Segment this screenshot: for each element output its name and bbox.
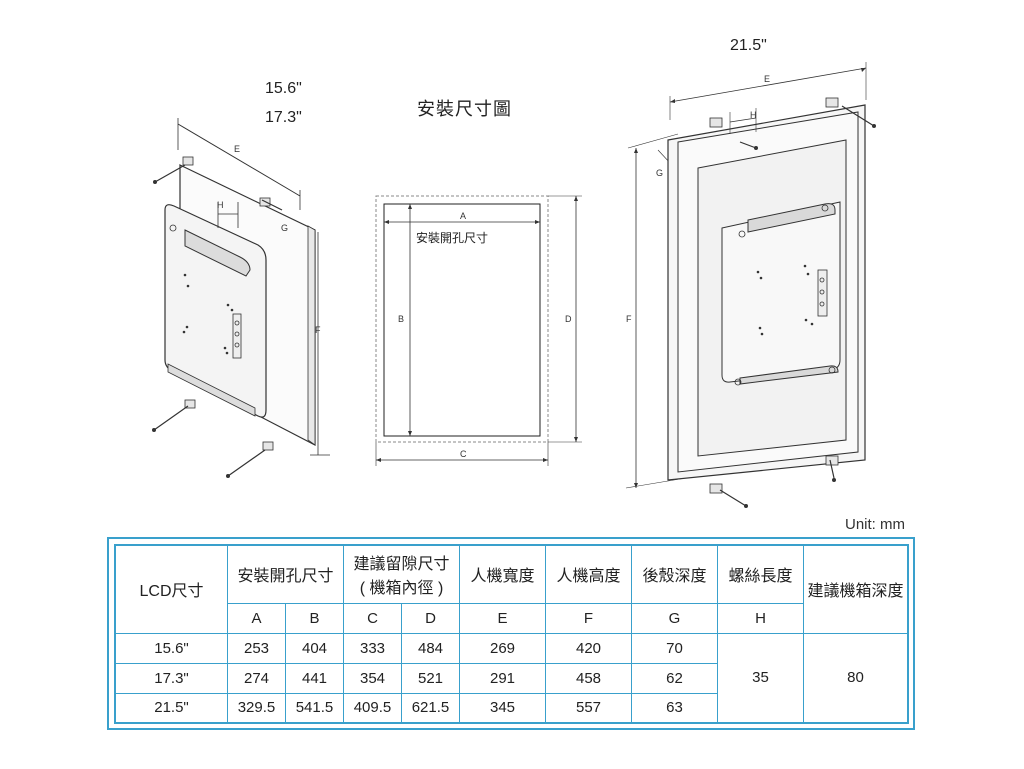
- dim-f-right: F: [626, 314, 632, 324]
- dim-e-right: E: [764, 74, 770, 84]
- subheader-g: G: [631, 602, 718, 634]
- header-clearance: 建議留隙尺寸 ( 機箱內徑 ): [343, 544, 460, 604]
- subheader-f: F: [545, 602, 632, 634]
- cutout-label: 安裝開孔尺寸: [416, 230, 488, 245]
- subheader-c: C: [343, 602, 402, 634]
- cell-screw-length: 35: [717, 632, 804, 724]
- cell-a: 329.5: [227, 692, 286, 724]
- size-label-15-6: 15.6": [265, 80, 302, 97]
- table-row: 17.3" 274 441 354 521 291 458 62: [114, 662, 908, 694]
- left-panel-drawing: E H G F: [152, 118, 330, 478]
- cell-g: 63: [631, 692, 718, 724]
- dim-h-right: H: [750, 110, 757, 120]
- size-label-21-5: 21.5": [730, 37, 767, 54]
- cell-c: 354: [343, 662, 402, 694]
- cell-f: 458: [545, 662, 632, 694]
- subheader-b: B: [285, 602, 344, 634]
- cell-lcd: 21.5": [114, 692, 228, 724]
- cell-d: 621.5: [401, 692, 460, 724]
- cell-e: 345: [459, 692, 546, 724]
- dim-h-left: H: [217, 200, 224, 210]
- cell-e: 291: [459, 662, 546, 694]
- header-clearance-line1: 建議留隙尺寸: [353, 556, 450, 574]
- cell-b: 404: [285, 632, 344, 664]
- cutout-drawing: A B D C 安裝開孔尺寸: [375, 195, 582, 466]
- header-clearance-line2: ( 機箱內徑 ): [359, 580, 444, 598]
- size-label-17-3: 17.3": [265, 109, 302, 126]
- cell-lcd: 17.3": [114, 662, 228, 694]
- dim-e-left: E: [234, 144, 240, 154]
- header-width: 人機寬度: [459, 544, 546, 604]
- cell-a: 253: [227, 632, 286, 664]
- cell-f: 557: [545, 692, 632, 724]
- header-height: 人機高度: [545, 544, 632, 604]
- cell-box-depth: 80: [803, 632, 909, 724]
- cell-f: 420: [545, 632, 632, 664]
- cell-d: 484: [401, 632, 460, 664]
- subheader-d: D: [401, 602, 460, 634]
- table-row: 15.6" 253 404 333 484 269 420 70 35 80: [114, 632, 909, 724]
- diagram-title: 安裝尺寸圖: [417, 99, 512, 119]
- cell-a: 274: [227, 662, 286, 694]
- spec-table: LCD尺寸 安裝開孔尺寸 建議留隙尺寸 ( 機箱內徑 ) 人機寬度 人機高度 後…: [114, 544, 909, 724]
- cell-e: 269: [459, 632, 546, 664]
- cell-g: 70: [631, 632, 718, 664]
- dim-f-left: F: [315, 325, 321, 335]
- subheader-h: H: [717, 602, 804, 634]
- header-screw: 螺絲長度: [717, 544, 804, 604]
- dim-g-left: G: [281, 223, 288, 233]
- header-cutout: 安裝開孔尺寸: [227, 544, 344, 604]
- table-row: 21.5" 329.5 541.5 409.5 621.5 345 557 63: [114, 692, 908, 724]
- cell-b: 441: [285, 662, 344, 694]
- unit-label: Unit: mm: [845, 516, 905, 533]
- cell-d: 521: [401, 662, 460, 694]
- cell-c: 333: [343, 632, 402, 664]
- dim-a: A: [460, 211, 466, 221]
- dim-g-right: G: [656, 168, 663, 178]
- cell-b: 541.5: [285, 692, 344, 724]
- dim-c: C: [460, 449, 467, 459]
- cell-g: 62: [631, 662, 718, 694]
- cell-c: 409.5: [343, 692, 402, 724]
- table-frame: [107, 537, 915, 730]
- dim-d: D: [565, 314, 572, 324]
- subheader-e: E: [459, 602, 546, 634]
- header-box-depth: 建議機箱深度: [803, 544, 909, 634]
- header-depth: 後殼深度: [631, 544, 718, 604]
- subheader-a: A: [227, 602, 286, 634]
- cell-lcd: 15.6": [114, 632, 228, 664]
- right-panel-drawing: E F G H: [625, 62, 876, 508]
- header-lcd: LCD尺寸: [114, 544, 228, 634]
- dim-b: B: [398, 314, 404, 324]
